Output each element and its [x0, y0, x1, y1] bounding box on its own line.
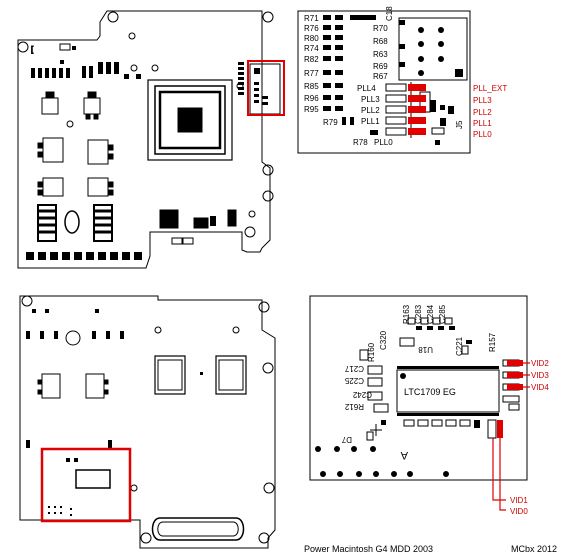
label-r95: R95 [304, 105, 319, 114]
label-r80: R80 [304, 34, 319, 43]
svg-text:[: [ [31, 45, 34, 54]
label-pll1: PLL1 [361, 117, 380, 126]
label-r612: R612 [344, 402, 364, 411]
red-label-vid4: VID4 [531, 383, 549, 392]
label-r63: R63 [373, 50, 388, 59]
label-c242: C242 [352, 390, 372, 399]
label-c225: C225 [344, 376, 364, 385]
red-label-pll-ext: PLL_EXT [473, 84, 507, 93]
label-pll4: PLL4 [357, 84, 376, 93]
label-r74: R74 [304, 44, 319, 53]
label-r85: R85 [304, 82, 319, 91]
label-r69: R69 [373, 62, 388, 71]
label-c320: C320 [379, 330, 388, 350]
label-c283: C283 [414, 304, 423, 324]
label-a: A [400, 449, 408, 461]
label-c217: C217 [344, 364, 364, 373]
red-label-pll1: PLL1 [473, 119, 492, 128]
bottom-left-board [19, 295, 276, 549]
red-label-vid2: VID2 [531, 359, 549, 368]
label-j5: J5 [455, 120, 464, 129]
label-r76: R76 [304, 24, 319, 33]
bottom-left-pads [26, 309, 203, 516]
label-r67: R67 [373, 72, 388, 81]
label-r157: R157 [488, 332, 497, 352]
top-left-board: [ [17, 10, 281, 269]
red-label-pll2: PLL2 [473, 108, 492, 117]
label-r70: R70 [373, 24, 388, 33]
top-left-pads [26, 46, 268, 260]
red-label-vid0: VID0 [510, 507, 528, 516]
label-r96: R96 [304, 94, 319, 103]
label-r68: R68 [373, 37, 388, 46]
label-pll2: PLL2 [361, 106, 380, 115]
label-r78: R78 [353, 138, 368, 147]
red-label-pll0: PLL0 [473, 130, 492, 139]
label-c285: C285 [438, 304, 447, 324]
red-label-pll3: PLL3 [473, 96, 492, 105]
label-pll0: PLL0 [374, 138, 393, 147]
pll-region-highlight [247, 60, 285, 116]
label-pll3: PLL3 [361, 95, 380, 104]
label-u18: U18 [418, 345, 433, 354]
label-r77: R77 [304, 69, 319, 78]
label-r82: R82 [304, 55, 319, 64]
footer-title: Power Macintosh G4 MDD 2003 [304, 544, 433, 554]
label-c284: C284 [426, 304, 435, 324]
label-r163: R163 [402, 304, 411, 324]
red-label-vid1: VID1 [510, 496, 528, 505]
chip-label: LTC1709 EG [404, 387, 456, 397]
vid-region-highlight [40, 447, 132, 523]
footer-credit: MCbx 2012 [511, 544, 557, 554]
label-r71: R71 [304, 14, 319, 23]
label-c18: C18 [385, 6, 394, 21]
label-r79: R79 [323, 118, 338, 127]
label-c221: C221 [455, 336, 464, 356]
label-d7: D7 [341, 435, 352, 444]
red-label-vid3: VID3 [531, 371, 549, 380]
label-r160: R160 [367, 342, 376, 362]
